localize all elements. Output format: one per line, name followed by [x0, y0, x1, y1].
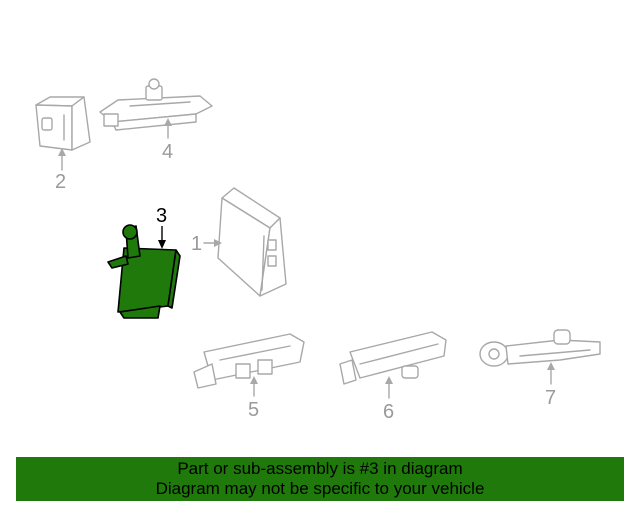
callout-part-3: 3	[156, 205, 168, 227]
callout-part-1: 1	[191, 233, 203, 255]
part-6-antenna	[339, 331, 447, 385]
part-info-banner: Part or sub-assembly is #3 in diagram Di…	[16, 457, 624, 501]
part-1-module	[217, 187, 287, 297]
callout-part-7: 7	[545, 387, 557, 409]
part-2-sensor	[35, 96, 91, 151]
part-5-bracket	[193, 333, 305, 389]
part-3-module-highlighted	[107, 224, 181, 319]
leader-arrowheads	[58, 118, 555, 384]
part-4-bracket	[99, 78, 213, 131]
callout-part-5: 5	[248, 399, 260, 421]
callout-part-4: 4	[162, 141, 174, 163]
banner-line-part: Part or sub-assembly is #3 in diagram	[177, 459, 463, 478]
callout-part-2: 2	[55, 171, 67, 193]
part-7-sensor	[479, 329, 601, 367]
callout-part-6: 6	[383, 401, 395, 423]
leader-arrowhead-3	[158, 240, 166, 249]
banner-line-disclaimer: Diagram may not be specific to your vehi…	[155, 479, 485, 498]
